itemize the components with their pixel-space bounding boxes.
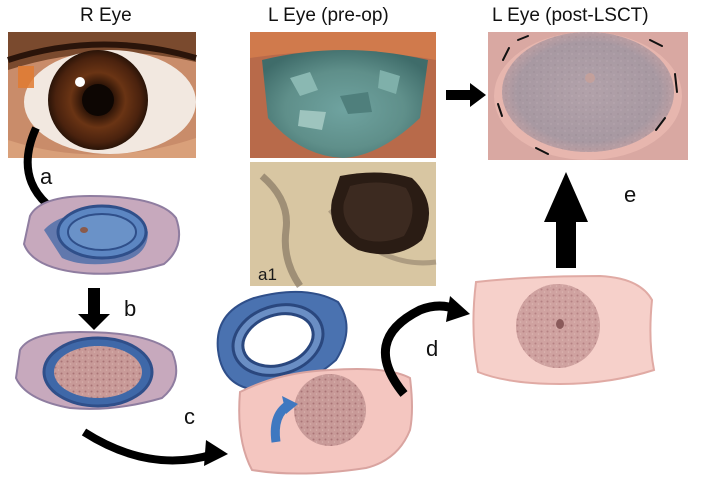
step-label-d: d [426, 336, 439, 361]
step-label-a: a [40, 164, 53, 189]
right-eye-photo [7, 32, 197, 158]
arrow-d-curved [380, 301, 460, 397]
arrow-preop-to-postop [446, 83, 486, 107]
membrane-with-biopsy [22, 194, 180, 275]
left-eye-postop-photo [488, 32, 688, 160]
step-label-a1: a1 [258, 265, 277, 284]
arrow-c-curved [81, 428, 216, 465]
lifted-membrane-ring [216, 290, 348, 392]
arrow-e-up [544, 172, 588, 268]
step-label-b: b [124, 296, 137, 321]
step-label-e: e [624, 182, 637, 207]
cultured-tissue-sheet [238, 368, 413, 475]
histology-a1-photo [250, 162, 437, 288]
step-label-c: c [184, 404, 195, 429]
header-left-eye-preop: L Eye (pre-op) [268, 5, 389, 26]
membrane-with-culture [14, 330, 178, 410]
arrow-d-head [446, 296, 470, 322]
arrow-b [78, 288, 110, 330]
left-eye-preop-photo [250, 32, 436, 158]
header-left-eye-postop: L Eye (post-LSCT) [492, 5, 649, 26]
header-right-eye: R Eye [80, 5, 132, 26]
transplant-tissue-sheet [472, 274, 656, 386]
arrow-c-head [204, 440, 228, 466]
